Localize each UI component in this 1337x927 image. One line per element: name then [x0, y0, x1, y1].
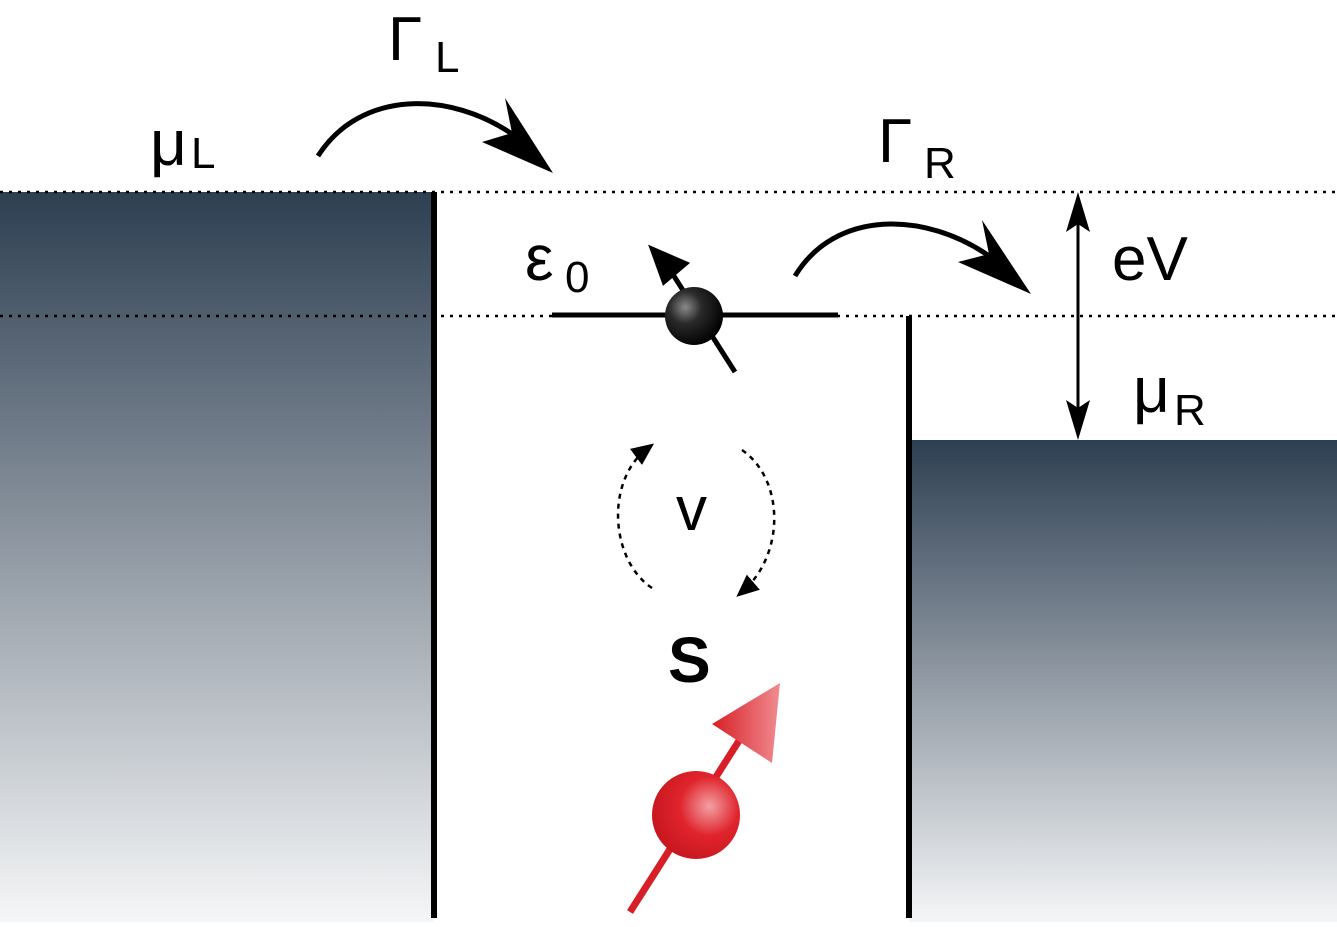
mu-left-label: μ L	[150, 107, 215, 179]
mu-right-label: μ R	[1133, 354, 1206, 435]
svg-text:μ: μ	[150, 107, 187, 179]
svg-text:L: L	[435, 33, 459, 82]
svg-text:R: R	[1174, 386, 1206, 435]
svg-text:ε: ε	[525, 222, 554, 294]
svg-text:μ: μ	[1133, 354, 1170, 426]
right-lead	[909, 440, 1337, 922]
svg-text:R: R	[924, 139, 956, 188]
epsilon-zero-label: ε 0	[525, 222, 589, 302]
tunneling-right-curved-arrow-icon	[792, 220, 1031, 294]
red-sphere-spin-arrow-icon	[627, 683, 780, 914]
tunneling-left-curved-arrow-icon	[315, 98, 553, 173]
gamma-right-label: Γ R	[878, 107, 956, 188]
left-lead	[0, 192, 434, 922]
bias-label: eV	[1112, 225, 1188, 294]
svg-text:0: 0	[565, 253, 589, 302]
spin-label: S	[668, 624, 711, 696]
svg-text:L: L	[191, 129, 215, 178]
gamma-left-label: Γ L	[388, 5, 459, 82]
svg-text:Γ: Γ	[878, 107, 912, 176]
double-headed-arrow-icon	[1066, 192, 1090, 440]
svg-text:Γ: Γ	[388, 5, 422, 74]
coupling-label: v	[676, 475, 707, 544]
dashed-circular-arrows-icon	[616, 443, 776, 597]
black-sphere-spin-arrow-icon	[648, 244, 738, 374]
